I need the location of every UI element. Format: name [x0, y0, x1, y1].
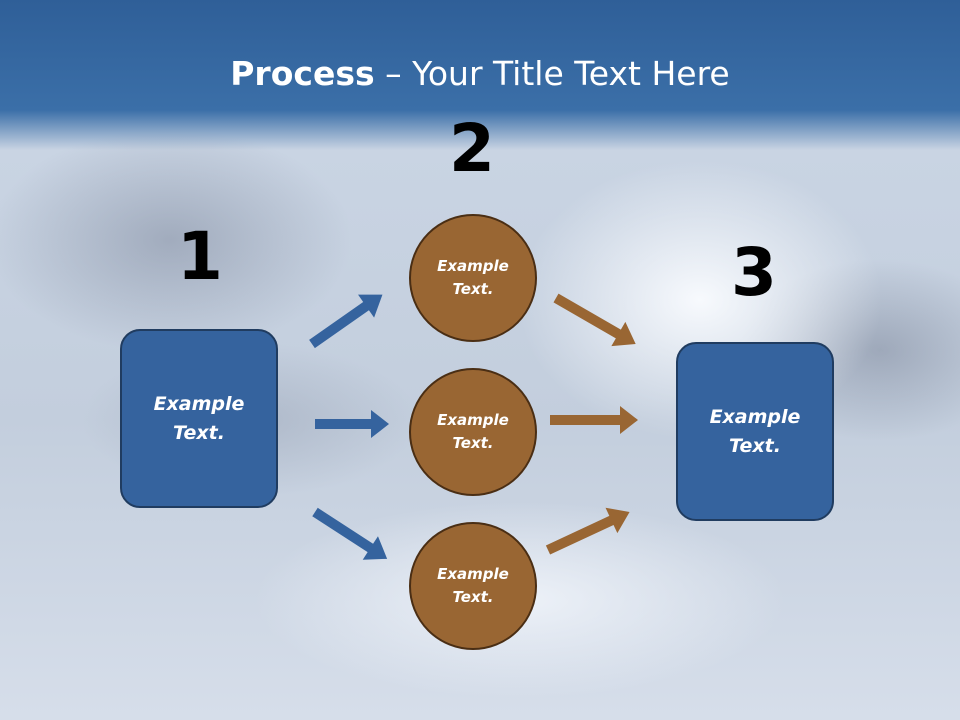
right-process-box: Example Text. [676, 342, 834, 521]
left-process-box: Example Text. [120, 329, 278, 508]
arrow-from-bottom-circle [545, 507, 630, 555]
arrow-to-bottom-circle [312, 507, 388, 560]
right-box-line1: Example [709, 405, 801, 428]
left-box-line2: Text. [173, 421, 225, 444]
arrow-from-top-circle [553, 293, 636, 347]
circle-middle-line2: Text. [452, 434, 494, 452]
circle-bottom-line1: Example [437, 565, 509, 583]
arrow-to-middle-circle [315, 410, 389, 438]
slide-title: Process – Your Title Text Here [0, 52, 960, 96]
circle-top-line1: Example [437, 257, 509, 275]
circle-middle-line1: Example [437, 411, 509, 429]
left-box-line1: Example [153, 392, 245, 415]
arrow-from-middle-circle [550, 406, 638, 434]
right-box-line2: Text. [729, 434, 781, 457]
arrow-to-top-circle [309, 294, 383, 349]
title-rest-part: – Your Title Text Here [374, 54, 730, 93]
brown-arrows [545, 293, 638, 555]
step-number-3: 3 [731, 234, 777, 311]
process-circle-middle: Example Text. [409, 368, 537, 496]
process-circle-bottom: Example Text. [409, 522, 537, 650]
process-circle-top: Example Text. [409, 214, 537, 342]
step-number-1: 1 [177, 218, 223, 295]
title-bold-part: Process [230, 54, 375, 93]
step-number-2: 2 [449, 110, 495, 187]
blue-arrows [309, 294, 389, 560]
circle-bottom-line2: Text. [452, 588, 494, 606]
circle-top-line2: Text. [452, 280, 494, 298]
